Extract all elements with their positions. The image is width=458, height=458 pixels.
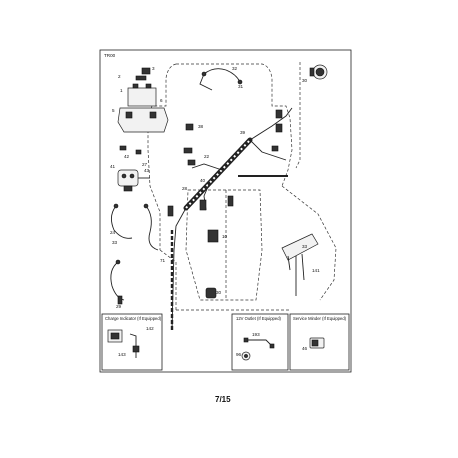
inset-12v-outlet-title: 12V Outlet (If Equipped)	[236, 316, 282, 321]
callout-30-top: 30	[302, 78, 308, 83]
callout-32: 32	[232, 66, 238, 71]
callout-143: 143	[118, 352, 126, 357]
callout-96: 96	[236, 352, 242, 357]
inset-service-minder: Service Minder (If Equipped) 46	[289, 313, 350, 371]
callout-27: 27	[142, 162, 148, 167]
callout-141: 141	[312, 268, 320, 273]
callout-30-mid: 30	[216, 290, 222, 295]
tractor-outline	[147, 62, 337, 311]
seat-switch	[207, 229, 219, 243]
main-harness	[170, 107, 293, 331]
battery	[127, 87, 157, 107]
callout-39: 39	[240, 130, 246, 135]
callout-33-right: 33	[302, 244, 308, 249]
callout-46: 46	[302, 346, 308, 351]
callout-43: 43	[144, 168, 150, 173]
callout-22: 22	[204, 154, 210, 159]
callout-33-left: 33	[112, 240, 118, 245]
inset-12v-outlet: 12V Outlet (If Equipped) 193 96	[231, 313, 289, 371]
starter-solenoid	[117, 145, 150, 192]
callout-31: 31	[238, 84, 244, 89]
callout-71: 71	[160, 258, 166, 263]
right-harness	[281, 233, 319, 296]
battery-assembly	[117, 67, 169, 133]
diagram-code: TR00	[104, 53, 116, 58]
callout-142: 142	[146, 326, 154, 331]
callout-41: 41	[110, 164, 116, 169]
inset-service-minder-title: Service Minder (If Equipped)	[293, 316, 347, 321]
pto-switch	[205, 287, 217, 299]
connectors	[167, 109, 283, 217]
callout-6: 6	[160, 98, 163, 103]
callout-3: 3	[152, 66, 155, 71]
callout-10: 10	[222, 234, 228, 239]
callout-193: 193	[252, 332, 260, 337]
diagram-frame	[99, 49, 352, 373]
callout-38: 38	[198, 124, 204, 129]
inset-charge-indicator-title: Charge Indicator (If Equipped)	[105, 316, 162, 321]
page-number: 7/15	[215, 395, 231, 404]
callout-28: 28	[182, 186, 188, 191]
inset-charge-indicator: Charge Indicator (If Equipped) 142 143	[101, 313, 163, 371]
callout-29: 29	[116, 304, 122, 309]
callout-24: 24	[110, 230, 116, 235]
ignition-switch	[309, 64, 328, 80]
headlight-harness	[199, 68, 243, 91]
battery-cable	[110, 203, 159, 305]
callout-5: 5	[112, 108, 115, 113]
callout-42: 42	[124, 154, 130, 159]
callout-40: 40	[200, 178, 206, 183]
callout-1: 1	[120, 88, 123, 93]
callout-2: 2	[118, 74, 121, 79]
